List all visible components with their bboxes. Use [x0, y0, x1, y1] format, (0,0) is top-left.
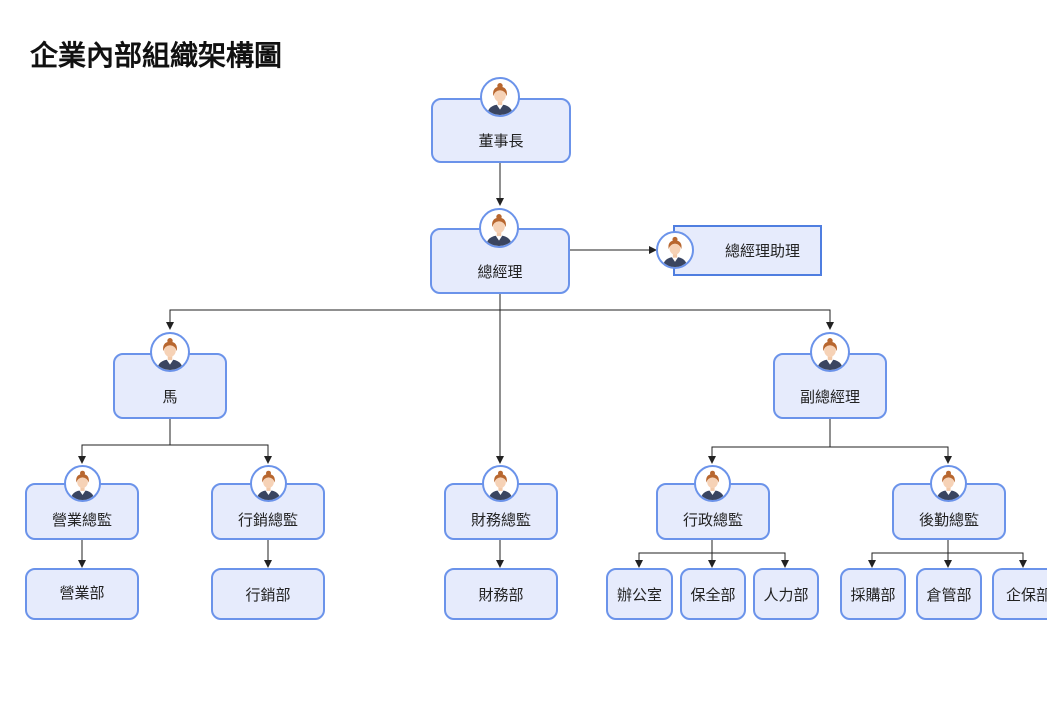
connector-ma-marketing [170, 444, 272, 464]
node-label: 保全部 [690, 585, 736, 604]
connector-gm-ma [166, 309, 500, 330]
node-label: 人力部 [763, 585, 809, 604]
node-label: 辦公室 [616, 585, 662, 604]
person-avatar-icon [250, 465, 287, 502]
node-label: 營業總監 [51, 511, 112, 529]
node-label: 財務部 [478, 585, 524, 604]
node-label: 營業部 [59, 583, 105, 602]
connector-admin-office [635, 552, 712, 568]
person-avatar-icon [482, 465, 519, 502]
page-title: 企業內部組織架構圖 [30, 39, 283, 72]
node-purchasing-dept[interactable]: 採購部 [840, 568, 906, 620]
person-avatar-icon [64, 465, 101, 502]
node-label: 副總經理 [799, 387, 860, 406]
node-warehouse-dept[interactable]: 倉管部 [916, 568, 982, 620]
node-sales-dept[interactable]: 營業部 [25, 568, 139, 620]
node-label: 總經理 [477, 262, 523, 281]
node-finance-dept[interactable]: 財務部 [444, 568, 558, 620]
node-label: 企保部 [1006, 585, 1047, 604]
person-avatar-icon [480, 77, 520, 117]
person-avatar-icon [656, 231, 694, 269]
person-avatar-icon [479, 208, 519, 248]
node-gm-assistant[interactable]: 總經理助理 [673, 225, 822, 276]
person-avatar-icon [150, 332, 190, 372]
connector-logistics-purchasing [868, 552, 948, 568]
node-label: 馬 [162, 387, 178, 406]
connector-gm-deputy [500, 309, 834, 330]
connector-deputy-logistics [830, 446, 952, 464]
node-label: 財務總監 [470, 511, 531, 529]
person-avatar-icon [694, 465, 731, 502]
node-marketing-dept[interactable]: 行銷部 [211, 568, 325, 620]
node-label: 倉管部 [926, 585, 972, 604]
person-avatar-icon [930, 465, 967, 502]
connector-logistics-entsec [948, 552, 1027, 568]
node-enterprise-security-dept[interactable]: 企保部 [992, 568, 1047, 620]
node-ma[interactable]: 馬 [113, 353, 227, 419]
node-label: 董事長 [478, 132, 524, 150]
node-office[interactable]: 辦公室 [606, 568, 673, 620]
node-security-dept[interactable]: 保全部 [680, 568, 746, 620]
node-label: 行銷總監 [237, 511, 298, 529]
connector-deputy-admin [708, 446, 830, 464]
node-label: 行銷部 [245, 585, 291, 604]
connector-admin-hr [712, 552, 789, 568]
connector-ma-sales [78, 444, 170, 464]
node-label: 行政總監 [682, 511, 743, 529]
node-hr-dept[interactable]: 人力部 [753, 568, 819, 620]
node-label: 總經理助理 [724, 242, 800, 260]
node-label: 後勤總監 [918, 511, 979, 529]
node-label: 採購部 [850, 585, 896, 604]
person-avatar-icon [810, 332, 850, 372]
